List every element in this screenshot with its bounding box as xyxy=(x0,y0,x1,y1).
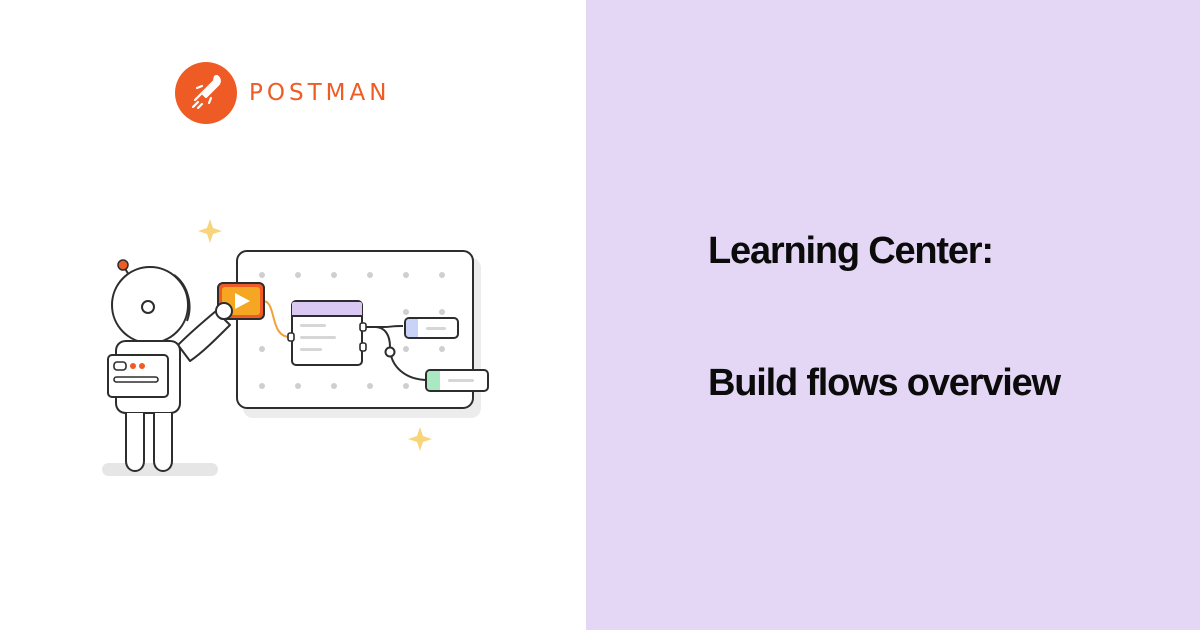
brand-wordmark: POSTMAN xyxy=(249,80,391,106)
postman-logo: POSTMAN xyxy=(175,62,390,124)
astronaut-flow-diagram-illustration-icon xyxy=(102,219,489,476)
headline-panel: Learning Center: Build flows overview xyxy=(586,0,1200,630)
postman-rocket-logo-icon xyxy=(175,62,237,124)
brand-panel: POSTMAN xyxy=(0,0,586,630)
headline-line-1: Learning Center: xyxy=(708,230,994,272)
headline-line-2: Build flows overview xyxy=(708,362,1061,404)
